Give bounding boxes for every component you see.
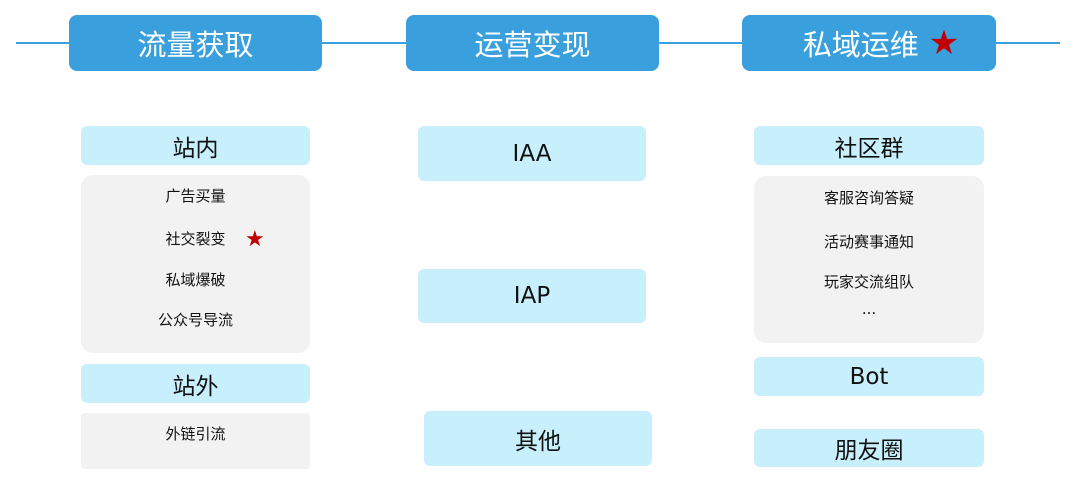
list-item: 活动赛事通知 [823, 233, 914, 251]
list-item: ... [861, 300, 877, 318]
list-item: 客服咨询答疑 [823, 189, 914, 207]
group-label: IAP [513, 283, 551, 309]
list-item: 私域爆破 [165, 271, 226, 289]
list-item: 社交裂变 ★ [81, 227, 310, 252]
list-item: 广告买量 [165, 187, 226, 205]
group-label: 朋友圈 [834, 438, 904, 464]
group-label: 其他 [515, 428, 561, 455]
list-item: 外链引流 [165, 425, 226, 443]
group-iap: IAP [418, 269, 646, 323]
community-items: 客服咨询答疑 活动赛事通知 玩家交流组队 ... [754, 176, 984, 343]
star-icon: ★ [928, 23, 960, 63]
group-label: 社区群 [834, 135, 904, 162]
list-item: 公众号导流 [157, 311, 233, 329]
list-item: 玩家交流组队 [823, 273, 914, 291]
item-label: 社交裂变 [165, 230, 226, 248]
group-other: 其他 [424, 411, 652, 466]
group-moments: 朋友圈 [754, 429, 984, 467]
group-bot: Bot [754, 357, 984, 396]
group-iaa: IAA [418, 126, 646, 181]
group-label: 站内 [172, 135, 219, 162]
star-icon: ★ [245, 227, 265, 252]
header-traffic-acquisition: 流量获取 [69, 15, 322, 71]
group-community: 社区群 [754, 126, 984, 165]
group-label: 站外 [172, 373, 219, 400]
header-private-domain: 私域运维 ★ [742, 15, 996, 71]
onsite-items: 广告买量 社交裂变 ★ 私域爆破 公众号导流 [81, 175, 310, 353]
header-label: 流量获取 [137, 28, 254, 62]
header-label: 私域运维 [802, 28, 919, 62]
header-label: 运营变现 [474, 28, 591, 62]
header-monetization: 运营变现 [406, 15, 659, 71]
group-label: Bot [849, 363, 889, 390]
group-onsite: 站内 [81, 126, 310, 165]
group-label: IAA [512, 140, 552, 167]
group-offsite: 站外 [81, 364, 310, 403]
offsite-items: 外链引流 [81, 413, 310, 469]
